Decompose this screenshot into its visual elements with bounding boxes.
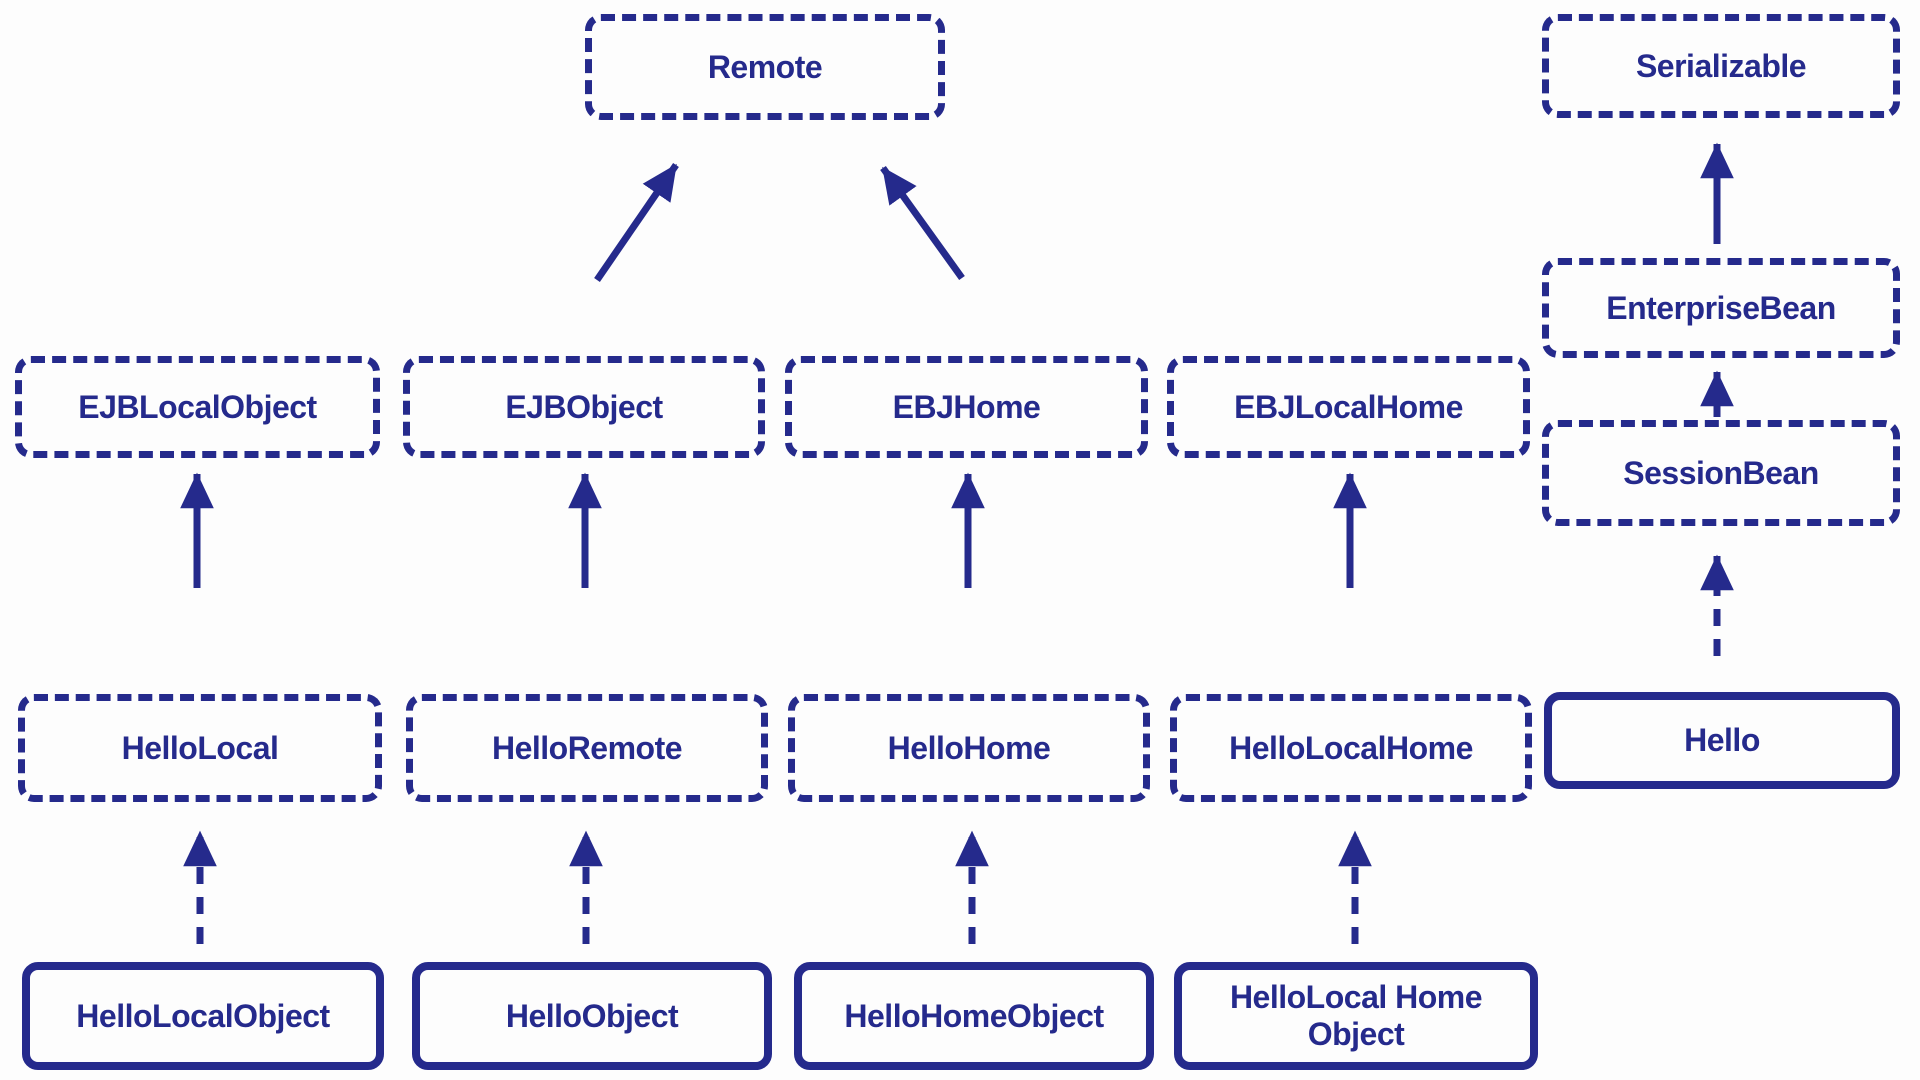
node-ejbobject: EJBObject [403, 356, 765, 458]
node-hellolocalhome-label: HelloLocalHome [1229, 729, 1473, 766]
node-enterprisebean-label: EnterpriseBean [1606, 289, 1836, 326]
node-ebjhome-label: EBJHome [892, 388, 1041, 425]
node-remote-label: Remote [707, 48, 823, 85]
node-ejblocalobject-label: EJBLocalObject [78, 388, 317, 425]
node-ebjlocalhome-label: EBJLocalHome [1234, 388, 1463, 425]
node-hellolocalhomeobject: HelloLocal Home Object [1174, 962, 1538, 1070]
node-hellolocal: HelloLocal [18, 694, 382, 802]
node-helloobject: HelloObject [412, 962, 772, 1070]
node-helloremote-label: HelloRemote [491, 729, 683, 766]
node-ejbobject-label: EJBObject [505, 388, 663, 425]
node-hellohomeobject-label: HelloHomeObject [844, 997, 1104, 1034]
node-serializable: Serializable [1542, 14, 1900, 118]
node-hellolocalobject: HelloLocalObject [22, 962, 384, 1070]
node-remote: Remote [585, 14, 945, 120]
node-enterprisebean: EnterpriseBean [1542, 258, 1900, 358]
node-hellohome: HelloHome [788, 694, 1150, 802]
node-ebjlocalhome: EBJLocalHome [1167, 356, 1530, 458]
node-hellolocalhome: HelloLocalHome [1170, 694, 1532, 802]
node-hellolocalobject-label: HelloLocalObject [76, 997, 330, 1034]
node-hellolocalhomeobject-label: HelloLocal Home Object [1229, 979, 1483, 1052]
node-ejblocalobject: EJBLocalObject [15, 356, 380, 458]
node-hello-label: Hello [1684, 722, 1760, 758]
node-hello: Hello [1544, 692, 1900, 789]
node-helloremote: HelloRemote [406, 694, 768, 802]
node-ebjhome: EBJHome [785, 356, 1148, 458]
node-hellolocal-label: HelloLocal [121, 729, 279, 766]
node-hellohomeobject: HelloHomeObject [794, 962, 1154, 1070]
node-sessionbean-label: SessionBean [1623, 454, 1819, 491]
node-helloobject-label: HelloObject [505, 997, 679, 1034]
node-serializable-label: Serializable [1635, 47, 1807, 84]
edge-ebjhome-remote [880, 165, 965, 281]
edge-ejbobject-remote [594, 163, 679, 282]
node-hellohome-label: HelloHome [887, 729, 1051, 766]
node-sessionbean: SessionBean [1542, 420, 1900, 526]
